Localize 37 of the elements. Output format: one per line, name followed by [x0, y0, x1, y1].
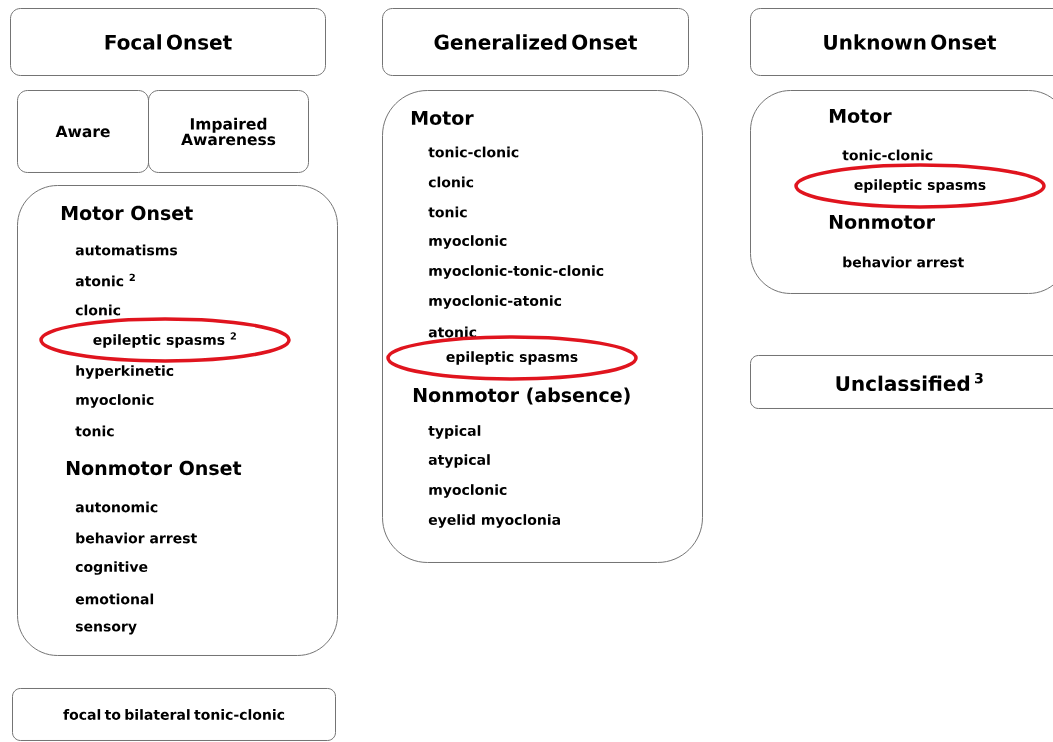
seizure-type: autonomic — [75, 501, 158, 513]
category-box: Impaired Awareness — [148, 90, 309, 173]
category-box: Focal Onset — [10, 8, 326, 76]
seizure-type: sensory — [75, 623, 137, 635]
group-heading: Motor — [829, 108, 892, 124]
seizure-type: automatisms — [75, 244, 178, 256]
seizure-type: cognitive — [75, 561, 148, 575]
seizure-type: eyelid myoclonia — [428, 514, 560, 528]
category-box: focal to bilateral tonic-clonic — [12, 688, 336, 741]
category-box: Unknown Onset — [750, 8, 1053, 76]
seizure-type: myoclonic-atonic — [429, 295, 562, 309]
group-heading: Nonmotor — [829, 214, 935, 230]
seizure-type: tonic — [75, 425, 114, 437]
seizure-type: atonic — [428, 326, 477, 338]
group-heading: Motor — [411, 110, 474, 126]
seizure-type: typical — [428, 425, 481, 439]
category-box: Generalized Onset — [382, 8, 689, 76]
seizure-type: clonic — [75, 304, 121, 316]
seizure-type: tonic-clonic — [842, 149, 933, 161]
seizure-type: behavior arrest — [76, 532, 197, 544]
seizure-type: behavior arrest — [843, 256, 964, 268]
seizure-type: tonic-clonic — [428, 146, 519, 158]
category-box: Aware — [17, 90, 149, 173]
seizure-type: emotional — [75, 593, 154, 605]
seizure-type: tonic — [428, 206, 467, 218]
seizure-type: myoclonic — [76, 394, 154, 408]
seizure-type: myoclonic-tonic-clonic — [429, 265, 604, 279]
seizure-type: myoclonic — [429, 235, 507, 249]
group-heading: Motor Onset — [61, 205, 193, 221]
seizure-type: clonic — [428, 176, 474, 188]
group-heading: Nonmotor (absence) — [413, 387, 630, 405]
seizure-type: atonic $^{2}$ — [75, 273, 135, 287]
seizure-type: myoclonic — [429, 484, 507, 498]
category-box: Unclassified $^{3}$ — [750, 355, 1053, 409]
seizure-type: hyperkinetic — [76, 365, 174, 379]
seizure-type: atypical — [428, 454, 490, 468]
group-heading: Nonmotor Onset — [66, 460, 242, 476]
